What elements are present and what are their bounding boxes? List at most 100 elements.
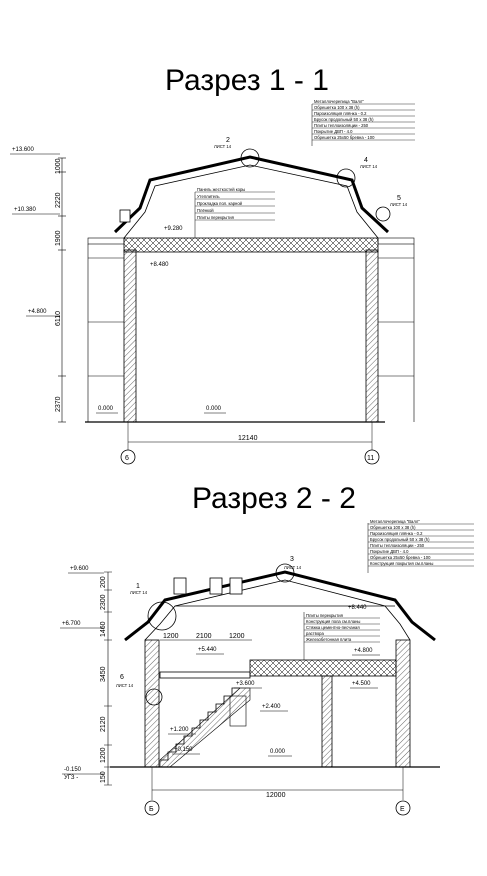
level-mark: 0.000 <box>98 406 114 412</box>
callout-sheet: ЛИСТ 14 <box>130 590 148 595</box>
floor-notes: Плиты перекрытия Конструкция пола см.пла… <box>303 612 380 660</box>
level-mark: +9.280 <box>164 226 183 232</box>
note-line: раствора <box>306 631 325 636</box>
level-mark: +10.380 <box>14 207 37 213</box>
note-line: Покрытие ДВП - 4.0 <box>370 549 409 554</box>
detail-callout-circle <box>147 601 177 631</box>
vdim-1: 200 <box>100 576 107 588</box>
roof-inner-line <box>123 164 379 239</box>
stair-dim: 2100 <box>196 633 212 640</box>
roof-notes: Металлочерепица "Валл" Обрешетка 100 х 3… <box>311 99 415 146</box>
stair-dim: 1200 <box>163 633 179 640</box>
level-mark: +4.500 <box>352 681 371 687</box>
left-eave-slab <box>87 237 125 245</box>
roof-inner-line <box>144 579 411 641</box>
inner-column <box>321 675 333 768</box>
axis-marker <box>364 449 380 465</box>
vdim-3: 1460 <box>100 621 107 637</box>
detail-callout-circle <box>240 148 260 168</box>
level-mark: +5.440 <box>198 647 217 653</box>
stair-landing-slab <box>159 671 251 679</box>
horizontal-dim: 12000 <box>266 792 286 799</box>
vdim-2: 2300 <box>100 594 107 610</box>
horizontal-dim: 12140 <box>238 435 258 442</box>
roof-notes: Металлочерепица "Валл" Обрешетка 100 х 3… <box>367 519 474 573</box>
note-line: Пароизоляция плёнка - 0.2 <box>314 111 367 116</box>
level-mark: +9.600 <box>70 566 89 572</box>
vdim-5: 2120 <box>100 716 107 732</box>
note-line: Обрешетка 25х50 бревна - 100 <box>314 135 375 140</box>
callout-number: 2 <box>226 137 230 144</box>
vdim-3: 1900 <box>55 230 62 246</box>
right-eave-slab <box>377 237 415 245</box>
note-line: Брусок продольный 50 х 38 (h) <box>314 117 374 122</box>
roof-outline <box>124 570 436 642</box>
note-line: Железобетонная плита <box>306 637 352 642</box>
detail-callout-circle <box>375 206 391 222</box>
axis-marker <box>144 800 160 816</box>
level-mark: +2.400 <box>262 704 281 710</box>
callout-sheet: ЛИСТ 14 <box>284 565 302 570</box>
callout-number: 3 <box>290 556 294 563</box>
note-line: Стяжка цементно-песчаная <box>306 625 360 630</box>
note-line: Плиты теплоизоляции - 250 <box>370 543 425 548</box>
level-mark: +8.440 <box>348 605 367 611</box>
axis-marker <box>120 449 136 465</box>
vdim-1: 1000 <box>55 158 62 174</box>
callout-number: 5 <box>397 195 401 202</box>
section-1-title: Разрез 1 - 1 <box>165 64 329 97</box>
vdim-2: 2220 <box>55 192 62 208</box>
detail-callout-circle <box>275 563 295 583</box>
vdim-5: 2370 <box>55 396 62 412</box>
note-line: Металлочерепица "Валл" <box>370 519 420 524</box>
right-wall <box>395 639 411 768</box>
left-wall <box>144 639 160 768</box>
level-marks: +9.600 +6.700 +5.440 +8.440 +4.800 +3.60… <box>60 566 380 781</box>
level-mark: +13.600 <box>12 147 35 153</box>
note-line: Металлочерепица "Валл" <box>314 99 364 104</box>
stair-dim: 1200 <box>229 633 245 640</box>
note-line: Прокладка пол. карной <box>197 201 243 206</box>
attic-slab <box>123 237 379 253</box>
callout-sheet: ЛИСТ 14 <box>116 683 134 688</box>
note-line: Обрешетка 100 х 38 (h) <box>370 525 416 530</box>
axis-marker <box>395 800 411 816</box>
level-mark: +1.200 <box>170 727 189 733</box>
note-line: Панель жесткостей коры <box>197 187 245 192</box>
vdim-6: 1200 <box>100 747 107 763</box>
vdim-7: 150 <box>100 771 107 783</box>
level-marks: +13.600 +10.380 +4.800 +9.280 +8.480 0.0… <box>10 147 226 414</box>
note-line: Конструкция покрытия см.планы <box>370 561 433 566</box>
section-2-2: Разрез 2 - 2 <box>60 482 474 816</box>
section-2-title: Разрез 2 - 2 <box>192 482 356 515</box>
callout-number: 6 <box>120 674 124 681</box>
level-mark: +4.800 <box>354 648 373 654</box>
detail-callout-circle <box>336 168 356 188</box>
callout-sheet: ЛИСТ 14 <box>360 164 378 169</box>
vdim-4: 3450 <box>100 666 107 682</box>
left-chimney <box>119 209 131 223</box>
attic-notes: Панель жесткостей коры Утеплитель Прокла… <box>194 187 275 238</box>
callout-sheet: ЛИСТ 14 <box>214 144 232 149</box>
axis-label: Е <box>400 806 405 813</box>
upper-floor-slab <box>249 659 397 677</box>
left-wall <box>123 249 137 423</box>
note-line: Пароизоляция плёнка - 0.2 <box>370 531 423 536</box>
note-line: Плиты перекрытия <box>197 215 234 220</box>
level-mark: +3.600 <box>236 681 255 687</box>
right-wall <box>365 249 379 423</box>
callout-sheet: ЛИСТ 14 <box>390 202 408 207</box>
level-mark: +6.700 <box>62 621 81 627</box>
note-line: Плиты перекрытия <box>306 613 343 618</box>
callout-number: 1 <box>136 583 140 590</box>
note-line: Обрешетка 100 х 38 (h) <box>314 105 360 110</box>
level-mark: +4.800 <box>28 309 47 315</box>
note-line: Плёнкой <box>197 208 214 213</box>
roof-outline <box>113 155 390 234</box>
level-mark: 0.000 <box>206 406 222 412</box>
level-mark: 0.000 <box>270 749 286 755</box>
note-line: Конструкция пола см.планы <box>306 619 360 624</box>
axis-label: 6 <box>125 455 129 462</box>
chimneys <box>173 577 243 595</box>
